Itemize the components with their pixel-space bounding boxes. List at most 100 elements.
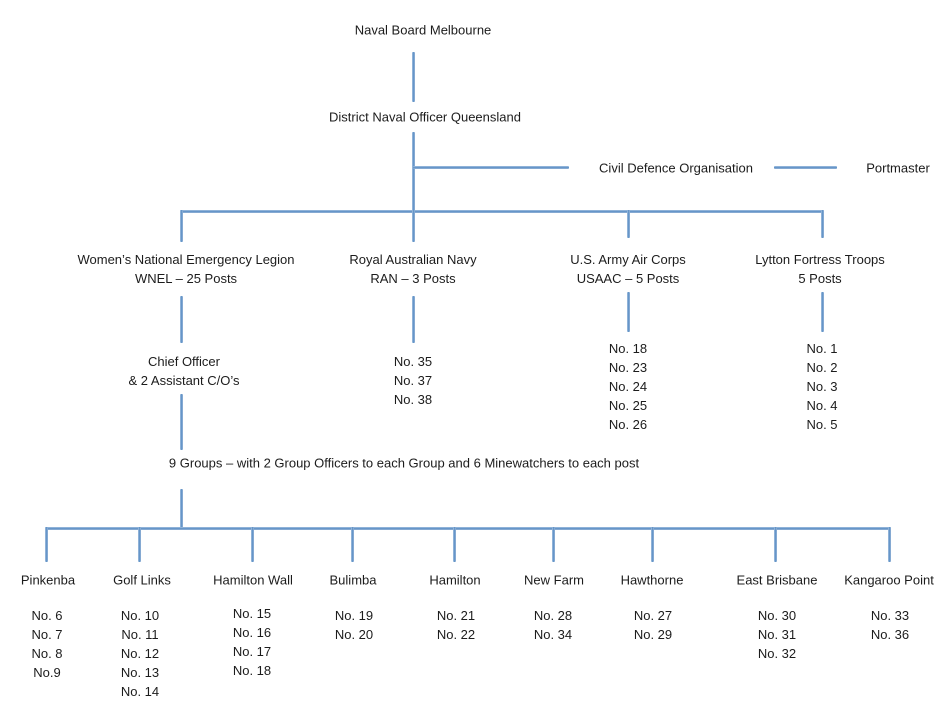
node-civil-defence: Civil Defence Organisation [599, 160, 753, 176]
text-line: No. 22 [436, 627, 476, 642]
connector-root-to-district [412, 52, 415, 102]
text-line: No. 18 [608, 341, 648, 356]
text-line: No. 34 [533, 627, 573, 642]
text-line: WNEL – 25 Posts [134, 271, 238, 286]
drop-bulimba [351, 527, 354, 562]
text-line: No. 5 [806, 417, 838, 432]
posts-usaac: No. 18 No. 23 No. 24 No. 25 No. 26 [609, 339, 647, 434]
drop-hamilton [453, 527, 456, 562]
text-line: No. 8 [31, 646, 63, 661]
drop-ran [412, 210, 415, 242]
node-district-naval-officer: District Naval Officer Queensland [329, 109, 521, 125]
connector-civil-defence-to-portmaster [774, 166, 837, 169]
drop-new-farm [552, 527, 555, 562]
text-line: No. 32 [757, 646, 797, 661]
text-line: No. 28 [533, 608, 573, 623]
text-line: No. 2 [806, 360, 838, 375]
connector-ran-to-posts [412, 296, 415, 343]
node-naval-board: Naval Board Melbourne [354, 22, 492, 38]
node-chief-officer: Chief Officer & 2 Assistant C/O’s [128, 352, 239, 390]
connector-district-to-branch-bar [412, 132, 415, 213]
group-label-bulimba: Bulimba [329, 572, 377, 588]
group-posts-golf-links: No. 10 No. 11 No. 12 No. 13 No. 14 [121, 606, 159, 701]
connector-usaac-to-posts [627, 292, 630, 332]
text-line: No. 25 [608, 398, 648, 413]
connector-to-civil-defence [413, 166, 569, 169]
drop-golf-links [138, 527, 141, 562]
text-line: RAN – 3 Posts [370, 271, 456, 286]
group-posts-new-farm: No. 28 No. 34 [534, 606, 572, 644]
drop-pinkenba [45, 527, 48, 562]
text-line: USAAC – 5 Posts [576, 271, 680, 286]
text-line: No. 21 [436, 608, 476, 623]
branch-bar [180, 210, 824, 213]
text-line: No. 35 [393, 354, 433, 369]
drop-kangaroo-point [888, 527, 891, 562]
group-posts-kangaroo-point: No. 33 No. 36 [871, 606, 909, 644]
group-label-pinkenba: Pinkenba [20, 572, 76, 588]
text-line: No. 30 [757, 608, 797, 623]
text-line: No. 7 [31, 627, 63, 642]
text-line: & 2 Assistant C/O’s [128, 373, 240, 388]
text-line: No. 38 [393, 392, 433, 407]
group-posts-hamilton-wall: No. 15 No. 16 No. 17 No. 18 [233, 604, 271, 680]
text-line: No. 3 [806, 379, 838, 394]
connector-officer-to-note [180, 394, 183, 450]
text-line: No. 27 [633, 608, 673, 623]
text-line: No. 37 [393, 373, 433, 388]
connector-wnel-to-officer [180, 296, 183, 343]
text-line: No. 4 [806, 398, 838, 413]
text-line: Chief Officer [147, 354, 220, 369]
group-label-east-brisbane: East Brisbane [736, 572, 818, 588]
drop-lytton [821, 210, 824, 238]
text-line: Royal Australian Navy [349, 252, 477, 267]
group-label-hamilton-wall: Hamilton Wall [213, 572, 293, 588]
posts-ran: No. 35 No. 37 No. 38 [394, 352, 432, 409]
text-line: No. 1 [806, 341, 838, 356]
posts-lytton: No. 1 No. 2 No. 3 No. 4 No. 5 [806, 339, 837, 434]
group-posts-bulimba: No. 19 No. 20 [335, 606, 373, 644]
text-line: No. 19 [334, 608, 374, 623]
text-line: No. 14 [120, 684, 160, 699]
connector-note-to-group-bar [180, 489, 183, 529]
text-line: No. 11 [121, 627, 159, 642]
node-portmaster: Portmaster [866, 160, 930, 176]
group-label-hamilton: Hamilton [429, 572, 481, 588]
connector-lytton-to-posts [821, 292, 824, 332]
group-label-hawthorne: Hawthorne [620, 572, 684, 588]
text-line: No. 20 [334, 627, 374, 642]
text-line: No. 12 [120, 646, 160, 661]
text-line: No. 23 [608, 360, 648, 375]
drop-wnel [180, 210, 183, 242]
text-line: No. 31 [757, 627, 797, 642]
text-line: No. 24 [608, 379, 648, 394]
group-bar [45, 527, 891, 530]
group-label-golf-links: Golf Links [113, 572, 171, 588]
drop-hamilton-wall [251, 527, 254, 562]
text-line: No. 18 [232, 663, 272, 678]
drop-hawthorne [651, 527, 654, 562]
text-line: No. 16 [232, 625, 272, 640]
branch-lytton-title: Lytton Fortress Troops 5 Posts [755, 250, 885, 288]
text-line: No. 33 [870, 608, 910, 623]
text-line: No. 10 [120, 608, 160, 623]
group-label-kangaroo-point: Kangaroo Point [844, 572, 934, 588]
drop-usaac [627, 210, 630, 238]
text-line: No. 17 [232, 644, 272, 659]
text-line: No. 26 [608, 417, 648, 432]
text-line: No. 13 [120, 665, 160, 680]
text-line: U.S. Army Air Corps [570, 252, 686, 267]
text-line: No. 15 [232, 606, 272, 621]
text-line: 5 Posts [798, 271, 842, 286]
group-posts-pinkenba: No. 6 No. 7 No. 8 No.9 [31, 606, 62, 682]
text-line: Lytton Fortress Troops [755, 252, 885, 267]
text-line: No. 6 [31, 608, 63, 623]
text-line: No.9 [33, 665, 61, 680]
group-label-new-farm: New Farm [524, 572, 584, 588]
text-line: No. 36 [870, 627, 910, 642]
